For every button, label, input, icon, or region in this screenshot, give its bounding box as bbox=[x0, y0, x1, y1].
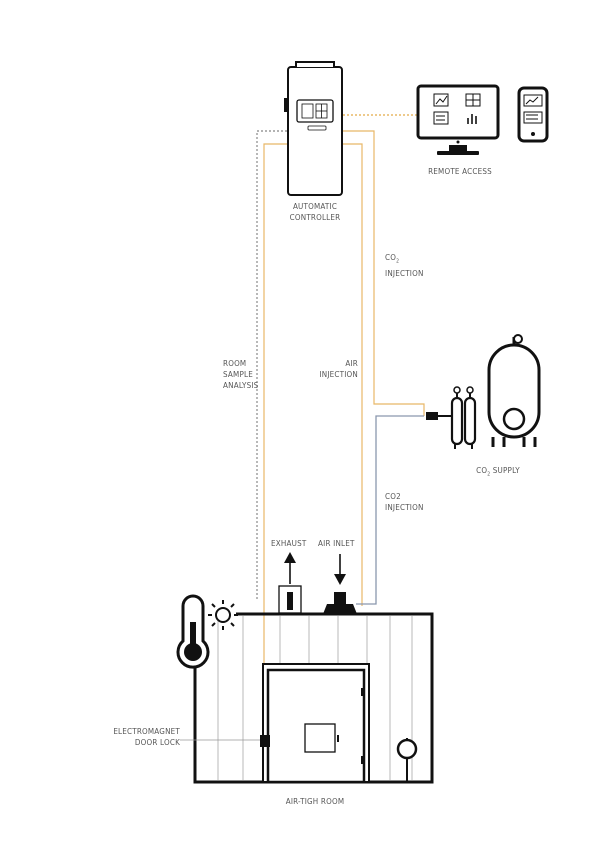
co2-tank-icon bbox=[487, 334, 541, 447]
room-sample-line bbox=[256, 130, 287, 600]
room-label: AIR-TIGH ROOM bbox=[270, 796, 360, 807]
air-inlet-label: AIR INLET bbox=[318, 538, 355, 549]
remote-access-text: REMOTE ACCESS bbox=[428, 167, 492, 176]
air-inlet-text: AIR INLET bbox=[318, 539, 355, 548]
controller-label-line2: CONTROLLER bbox=[289, 213, 341, 222]
co2-cylinder-icon bbox=[426, 386, 477, 449]
room-sample-line1: ROOM bbox=[223, 359, 247, 368]
controller-label: AUTOMATIC CONTROLLER bbox=[280, 201, 350, 223]
co2-injection-top-sub: 2 bbox=[396, 258, 400, 265]
air-inlet-icon bbox=[323, 554, 357, 614]
air-injection-line2: INJECTION bbox=[319, 370, 358, 379]
air-injection-label: AIR INJECTION bbox=[300, 358, 358, 380]
co2-injection-top-line2: INJECTION bbox=[385, 268, 424, 278]
monitor-icon bbox=[416, 84, 500, 155]
door-lock-line2: DOOR LOCK bbox=[134, 738, 180, 747]
air-injection-line1: AIR bbox=[345, 359, 358, 368]
room-sample-line3: ANALYSIS bbox=[223, 381, 259, 390]
co2-injection-top-label: CO2 INJECTION bbox=[385, 252, 424, 279]
co2-injection-bottom-label: CO2 INJECTION bbox=[385, 491, 424, 513]
room-text: AIR-TIGH ROOM bbox=[285, 797, 345, 806]
remote-access-label: REMOTE ACCESS bbox=[420, 166, 500, 177]
controller-icon bbox=[284, 61, 343, 196]
controller-label-line1: AUTOMATIC bbox=[292, 202, 338, 211]
sun-icon bbox=[208, 600, 238, 630]
co2-supply-prefix: CO bbox=[476, 466, 488, 475]
co2-injection-bottom-line1: CO2 bbox=[385, 492, 401, 501]
door bbox=[262, 663, 370, 784]
thermometer-icon bbox=[176, 594, 210, 669]
fan-icon bbox=[396, 738, 418, 782]
door-lock-label: ELECTROMAGNET DOOR LOCK bbox=[90, 726, 180, 748]
room-sample-label: ROOM SAMPLE ANALYSIS bbox=[223, 358, 258, 391]
air-injection-lines bbox=[263, 130, 425, 780]
co2-injection-bottom-line2: INJECTION bbox=[385, 503, 424, 512]
co2-injection-line bbox=[356, 415, 424, 605]
door-lock-icon bbox=[180, 735, 270, 747]
co2-supply-suffix: SUPPLY bbox=[490, 466, 520, 475]
room-sample-line2: SAMPLE bbox=[223, 370, 253, 379]
phone-icon bbox=[517, 86, 549, 143]
co2-supply-sub: 2 bbox=[487, 471, 491, 478]
exhaust-label: EXHAUST bbox=[271, 538, 306, 549]
door-lock-line1: ELECTROMAGNET bbox=[113, 727, 180, 736]
exhaust-text: EXHAUST bbox=[271, 539, 307, 548]
exhaust-fan-icon bbox=[278, 552, 302, 614]
co2-supply-label: CO2 SUPPLY bbox=[460, 465, 536, 481]
co2-injection-top-co: CO bbox=[385, 253, 397, 262]
